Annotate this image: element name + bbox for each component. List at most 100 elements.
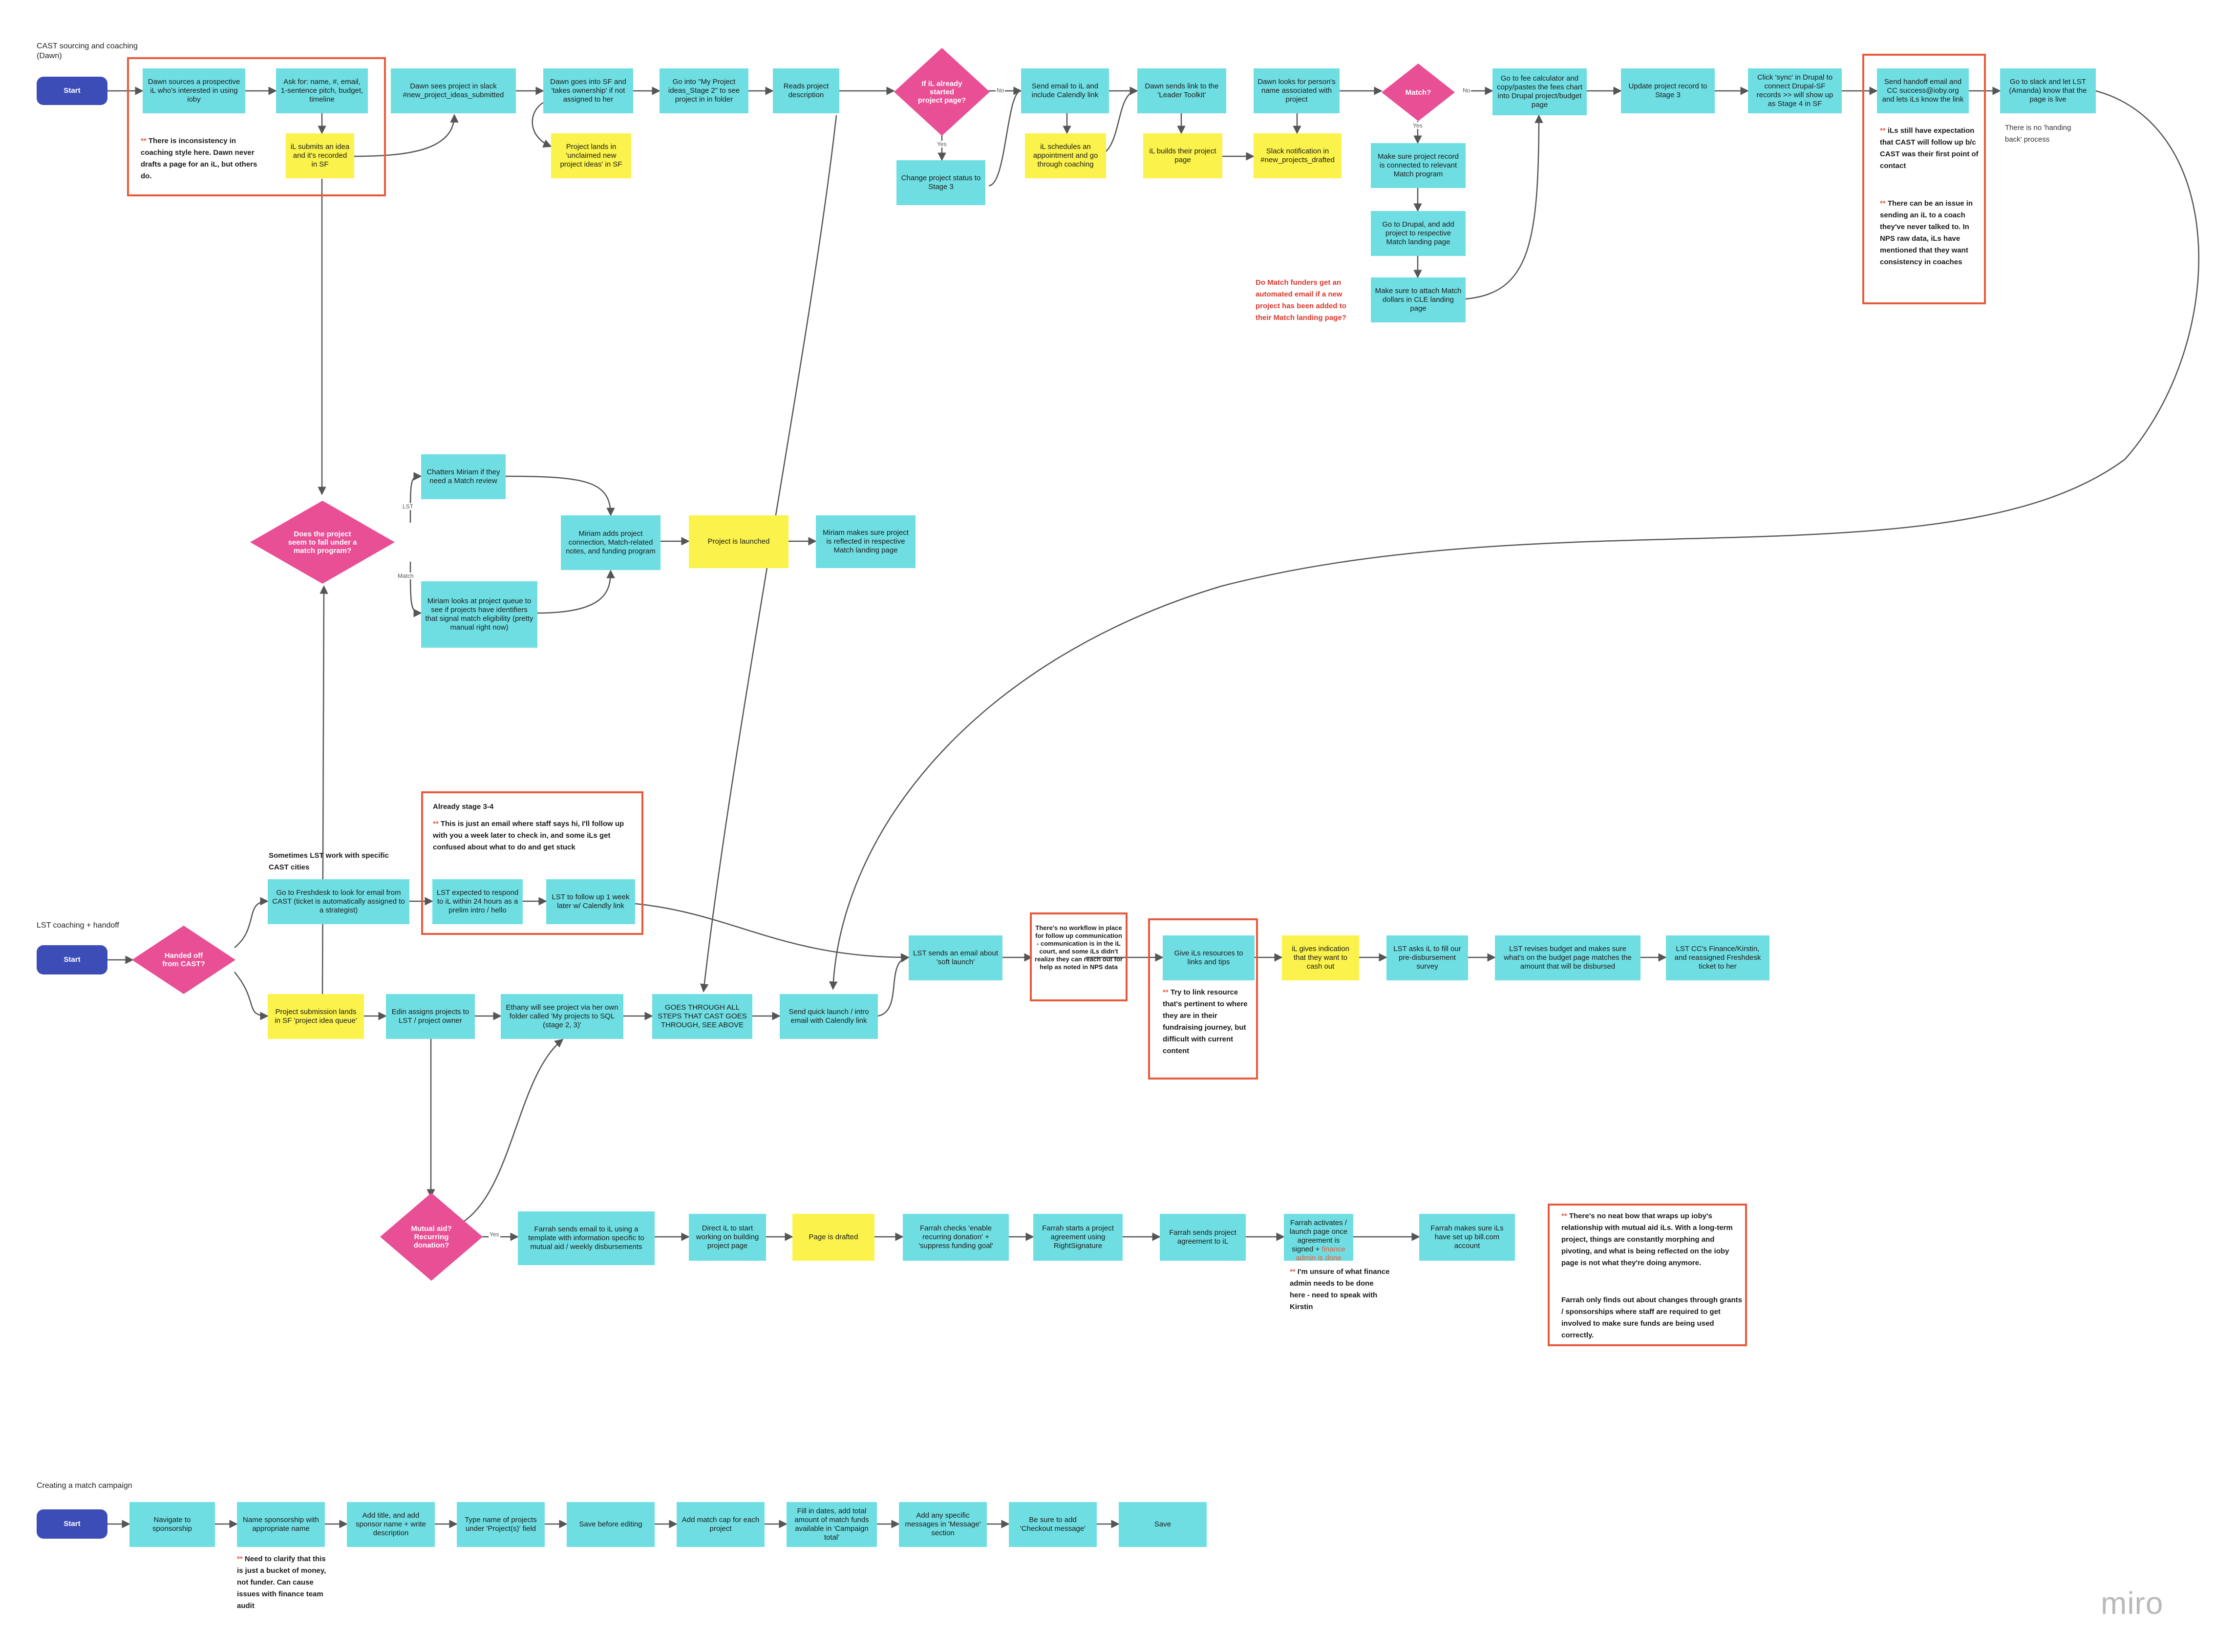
start-node[interactable]: Start <box>37 945 107 974</box>
flow-step[interactable]: Add any specific messages in 'Message' s… <box>899 1502 987 1547</box>
decision-diamond[interactable]: Mutual aid? Recurring donation? <box>380 1193 483 1281</box>
note-marker: ** <box>433 820 439 828</box>
flow-step[interactable]: iL builds their project page <box>1143 133 1222 178</box>
note-marker: ** <box>1290 1268 1296 1276</box>
flow-step[interactable]: Reads project description <box>773 68 839 113</box>
flow-step[interactable]: Farrah sends email to iL using a templat… <box>518 1211 655 1265</box>
flow-step[interactable]: iL submits an idea and it's recorded in … <box>286 133 354 178</box>
flow-step[interactable]: Farrah activates / launch page once agre… <box>1284 1214 1353 1261</box>
flow-step[interactable]: Page is drafted <box>792 1214 874 1261</box>
flow-step[interactable]: Dawn looks for person's name associated … <box>1254 68 1340 113</box>
flow-step[interactable]: Name sponsorship with appropriate name <box>237 1502 325 1547</box>
flow-step[interactable]: Fill in dates, add total amount of match… <box>787 1502 877 1547</box>
flow-step[interactable]: Make sure to attach Match dollars in CLE… <box>1371 277 1466 322</box>
flow-step[interactable]: Send quick launch / intro email with Cal… <box>780 994 878 1039</box>
flow-step[interactable]: iL schedules an appointment and go throu… <box>1025 133 1106 178</box>
flow-step[interactable]: Miriam looks at project queue to see if … <box>421 581 537 648</box>
note-text: iLs still have expectation that CAST wil… <box>1880 127 1979 170</box>
diamond-label: Handed off from CAST? <box>162 952 205 968</box>
start-node[interactable]: Start <box>37 1509 107 1539</box>
step-text: Farrah activates / launch page once agre… <box>1289 1219 1348 1253</box>
flow-step[interactable]: Add match cap for each project <box>677 1502 765 1547</box>
edge <box>409 472 422 523</box>
flow-step[interactable]: Go to slack and let LST (Amanda) know th… <box>2000 68 2096 113</box>
flow-step[interactable]: Go into "My Project ideas_Stage 2" to se… <box>660 68 748 113</box>
flow-step[interactable]: Change project status to Stage 3 <box>896 160 985 205</box>
flow-step[interactable]: Project submission lands in SF 'project … <box>268 994 364 1039</box>
flow-step[interactable]: Add title, and add sponsor name + write … <box>347 1502 435 1547</box>
flow-step[interactable]: Farrah makes sure iLs have set up bill.c… <box>1419 1214 1515 1261</box>
flow-step[interactable]: Go to Freshdesk to look for email from C… <box>268 879 409 924</box>
flow-step[interactable]: iL gives indication that they want to ca… <box>1282 935 1359 980</box>
annotation-note: Farrah only finds out about changes thro… <box>1561 1296 1743 1339</box>
annotation-frame <box>127 57 386 196</box>
note-marker: ** <box>237 1555 243 1563</box>
flow-step[interactable]: Save <box>1119 1502 1207 1547</box>
flow-step[interactable]: Dawn sees project in slack #new_project_… <box>391 68 516 113</box>
section-label-lst: LST coaching + handoff <box>37 921 119 930</box>
flow-step[interactable]: Go to Drupal, and add project to respect… <box>1371 211 1466 256</box>
start-node[interactable]: Start <box>37 77 107 105</box>
flow-step[interactable]: LST to follow up 1 week later w/ Calendl… <box>546 879 635 924</box>
flow-step[interactable]: Send handoff email and CC success@ioby.o… <box>1877 68 1969 113</box>
flow-step[interactable]: Navigate to sponsorship <box>129 1502 215 1547</box>
flow-step[interactable]: Chatters Miriam if they need a Match rev… <box>421 454 506 499</box>
diamond-label: Does the project seem to fall under a ma… <box>288 529 357 555</box>
flow-step[interactable]: Project is launched <box>689 515 788 568</box>
decision-diamond[interactable]: Handed off from CAST? <box>132 926 235 994</box>
flow-step[interactable]: Project lands in 'unclaimed new project … <box>551 133 631 178</box>
edge-label-lst: LST <box>402 503 415 510</box>
flow-step[interactable]: Dawn sources a prospective iL who's inte… <box>143 68 245 113</box>
miro-logo: miro <box>2101 1586 2164 1621</box>
flow-step[interactable]: LST CC's Finance/Kirstin, and reassigned… <box>1666 935 1769 980</box>
flow-step[interactable]: Save before editing <box>567 1502 655 1547</box>
edge <box>409 561 422 617</box>
annotation-note: ** There is inconsistency in coaching st… <box>141 135 263 182</box>
annotation-note: ** There can be an issue in sending an i… <box>1880 198 1981 268</box>
annotation-frame <box>1030 912 1128 1001</box>
flow-step[interactable]: Miriam adds project connection, Match-re… <box>561 515 660 570</box>
note-text: I'm unsure of what finance admin needs t… <box>1290 1268 1390 1311</box>
edge <box>1465 114 1543 300</box>
flow-step[interactable]: Farrah starts a project agreement using … <box>1033 1214 1123 1261</box>
flow-step[interactable]: GOES THROUGH ALL STEPS THAT CAST GOES TH… <box>652 994 752 1039</box>
edge <box>829 90 2199 990</box>
flow-step[interactable]: Give iLs resources to links and tips <box>1163 935 1255 980</box>
flow-step[interactable]: Farrah checks 'enable recurring donation… <box>903 1214 1009 1261</box>
annotation-note: ** This is just an email where staff say… <box>433 818 638 853</box>
flow-step[interactable]: Dawn sends link to the 'Leader Toolkit' <box>1137 68 1226 113</box>
diamond-label: Mutual aid? Recurring donation? <box>411 1224 452 1250</box>
edge <box>635 903 910 962</box>
flow-step[interactable]: LST sends an email about 'soft launch' <box>909 935 1002 980</box>
flow-step[interactable]: Edin assigns projects to LST / project o… <box>386 994 475 1039</box>
flow-step[interactable]: Update project record to Stage 3 <box>1621 68 1715 113</box>
edge <box>877 953 910 1017</box>
edge-label-no: No <box>996 87 1005 94</box>
edge <box>234 972 269 1020</box>
flow-step[interactable]: Farrah sends project agreement to iL <box>1160 1214 1246 1261</box>
flow-step[interactable]: Dawn goes into SF and 'takes ownership' … <box>543 68 633 113</box>
flow-step[interactable]: Go to fee calculator and copy/pastes the… <box>1492 68 1587 115</box>
decision-diamond[interactable]: If iL already started project page? <box>894 48 990 136</box>
flow-step[interactable]: Type name of projects under 'Project(s)'… <box>457 1502 545 1547</box>
flow-step[interactable]: LST asks iL to fill our pre-disbursement… <box>1386 935 1468 980</box>
flow-step[interactable]: Direct iL to start working on building p… <box>689 1214 766 1261</box>
annotation-note: ** There's no neat bow that wraps up iob… <box>1561 1210 1742 1269</box>
flow-step[interactable]: Make sure project record is connected to… <box>1371 143 1466 188</box>
flow-step[interactable]: Slack notification in #new_projects_draf… <box>1254 133 1342 178</box>
flow-step[interactable]: Ask for: name, #, email, 1-sentence pitc… <box>276 68 368 113</box>
flow-step[interactable]: Ethany will see project via her own fold… <box>501 994 623 1039</box>
flow-step[interactable]: Be sure to add 'Checkout message' <box>1009 1502 1097 1547</box>
flow-step[interactable]: Miriam makes sure project is reflected i… <box>816 515 916 568</box>
flow-step[interactable]: Send email to iL and include Calendly li… <box>1021 68 1109 113</box>
note-marker: ** <box>1163 988 1169 996</box>
decision-diamond[interactable]: Does the project seem to fall under a ma… <box>250 501 395 584</box>
annotation-note: There is no 'handing back' process <box>2005 124 2071 144</box>
diamond-label: Match? <box>1405 88 1431 97</box>
flow-step[interactable]: LST revises budget and makes sure what's… <box>1495 935 1640 980</box>
decision-diamond[interactable]: Match? <box>1382 64 1455 121</box>
annotation-note: Already stage 3-4 <box>433 803 494 811</box>
flow-step[interactable]: LST expected to respond to iL within 24 … <box>432 879 523 924</box>
note-marker: ** <box>1880 199 1886 208</box>
flow-step[interactable]: Click 'sync' in Drupal to connect Drupal… <box>1748 68 1842 113</box>
